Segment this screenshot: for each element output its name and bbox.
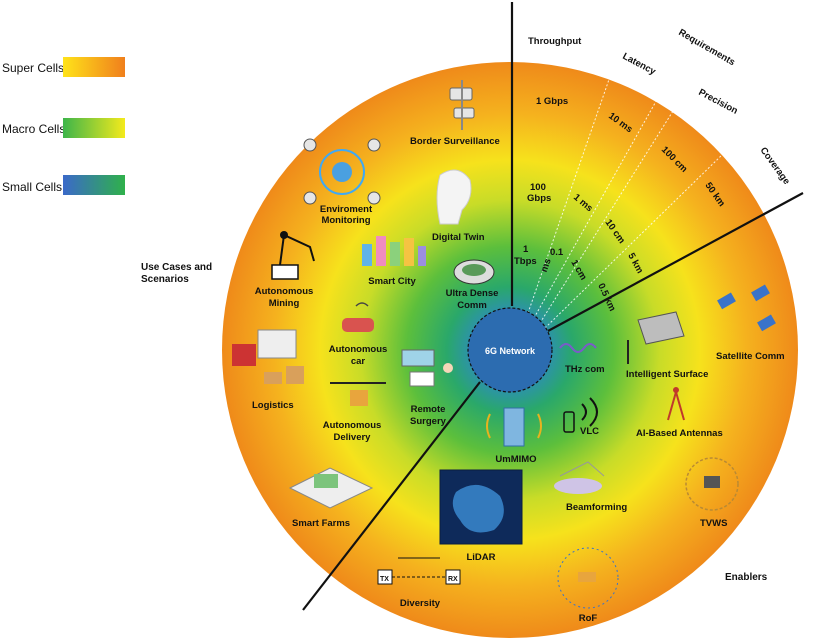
- use-case-autonomous-car-2: car: [351, 356, 366, 367]
- center-node: [467, 307, 553, 393]
- use-case-smart-farms: Smart Farms: [292, 518, 350, 529]
- use-case-ultra-dense-2: Comm: [457, 300, 487, 311]
- use-case-logistics: Logistics: [252, 400, 294, 411]
- diversity-icon: [377, 557, 461, 585]
- kpi-throughput-2b: Gbps: [527, 193, 551, 204]
- legend-label-super-cells: Super Cells: [2, 61, 65, 75]
- autonomous-delivery-icon: [330, 382, 386, 406]
- use-case-environment-monitoring-1: Enviroment: [320, 204, 373, 215]
- kpi-throughput-3a: 1: [523, 244, 529, 255]
- digital-twin-icon: [436, 169, 472, 225]
- vlc-icon: [563, 397, 598, 433]
- legend-label-small-cells: Small Cells: [2, 180, 63, 194]
- lidar-icon: [439, 469, 523, 545]
- smart-city-icon: [362, 236, 426, 266]
- legend-swatch-super-cells: [63, 57, 125, 77]
- use-case-ultra-dense-1: Ultra Dense: [446, 288, 499, 299]
- use-case-border-surveillance: Border Surveillance: [410, 136, 500, 147]
- kpi-header-latency: Latency: [621, 51, 658, 78]
- kpi-header-throughput: Throughput: [528, 36, 582, 47]
- enabler-diversity-tx: TX: [380, 576, 389, 583]
- rof-icon: [557, 547, 619, 609]
- kpi-ray-latency: [533, 79, 669, 319]
- thz-com-icon: [559, 343, 597, 353]
- enabler-ai-antennas: AI-Based Antennas: [636, 428, 723, 439]
- enabler-ummimo: UmMIMO: [495, 454, 536, 465]
- kpi-ray-coverage: [544, 107, 771, 329]
- kpi-header-coverage: Coverage: [758, 145, 792, 187]
- legend-label-macro-cells: Macro Cells: [2, 122, 66, 136]
- use-case-autonomous-delivery-2: Delivery: [334, 432, 372, 443]
- ai-antenna-icon: [667, 387, 685, 421]
- kpi-latency-3a: 0.1: [550, 247, 564, 258]
- center-label: 6G Network: [485, 346, 536, 356]
- use-case-remote-surgery-1: Remote: [411, 404, 446, 415]
- enabler-intelligent-surface: Intelligent Surface: [626, 369, 708, 380]
- use-case-environment-monitoring-2: Monitoring: [321, 215, 370, 226]
- satellite-comm-icon: [717, 284, 776, 332]
- remote-surgery-icon: [401, 349, 453, 387]
- enabler-tvws: TVWS: [700, 518, 727, 529]
- enabler-diversity: Diversity: [400, 598, 441, 609]
- kpi-header-requirements: Requirements: [677, 27, 737, 68]
- enabler-diversity-rx: RX: [448, 576, 458, 583]
- enabler-lidar: LiDAR: [466, 552, 495, 563]
- autonomous-mining-icon: [271, 231, 315, 280]
- use-case-digital-twin: Digital Twin: [432, 232, 485, 243]
- intelligent-surface-icon: [627, 311, 685, 364]
- smart-farms-icon: [288, 467, 374, 509]
- enablers-label: Enablers: [725, 572, 768, 583]
- kpi-throughput-3b: Tbps: [514, 256, 537, 267]
- legend-swatch-macro-cells: [63, 118, 125, 138]
- enabler-beamforming: Beamforming: [566, 502, 627, 513]
- border-surveillance-icon: [449, 80, 475, 130]
- use-case-autonomous-delivery-1: Autonomous: [323, 420, 382, 431]
- kpi-throughput-1: 1 Gbps: [536, 96, 568, 107]
- legend-swatch-small-cells: [63, 175, 125, 195]
- enabler-thz-com: THz com: [565, 364, 605, 375]
- use-cases-label: Use Cases and Scenarios: [141, 262, 213, 285]
- kpi-throughput-2a: 100: [530, 182, 546, 193]
- logistics-icon: [232, 329, 304, 384]
- tvws-icon: [685, 457, 739, 511]
- ultra-dense-comm-icon: [453, 259, 495, 285]
- kpi-latency-3b: ms: [539, 257, 554, 274]
- divider-line-right: [547, 192, 804, 332]
- enabler-rof: RoF: [579, 613, 598, 624]
- ummimo-icon: [486, 407, 542, 447]
- use-case-remote-surgery-2: Surgery: [410, 416, 447, 427]
- beamforming-icon: [554, 461, 605, 494]
- kpi-header-precision: Precision: [697, 87, 740, 117]
- enabler-satellite-comm: Satellite Comm: [716, 351, 785, 362]
- environment-monitoring-icon: [303, 138, 381, 205]
- use-case-autonomous-mining-2: Mining: [269, 298, 300, 309]
- use-case-autonomous-car-1: Autonomous: [329, 344, 388, 355]
- autonomous-car-icon: [342, 302, 374, 332]
- use-case-autonomous-mining-1: Autonomous: [255, 286, 314, 297]
- use-case-smart-city: Smart City: [368, 276, 416, 287]
- enabler-vlc: VLC: [580, 426, 599, 437]
- divider-line-bottom: [302, 381, 481, 611]
